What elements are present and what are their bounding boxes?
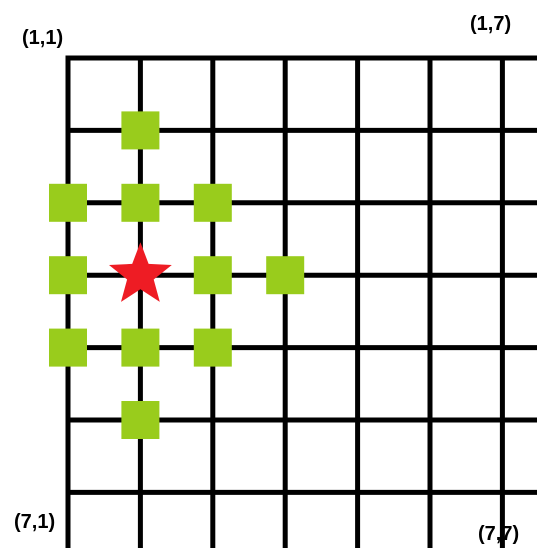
square-icon <box>193 328 232 367</box>
star-icon <box>109 242 172 302</box>
corner-label-bottom-left: (7,1) <box>14 511 55 533</box>
square-icon <box>121 401 160 439</box>
square-icon <box>121 328 160 367</box>
corner-label-bottom-right: (7,7) <box>478 523 519 545</box>
square-icon <box>121 111 160 150</box>
square-icon <box>266 256 305 295</box>
square-icon <box>121 183 160 222</box>
corner-label-top-left: (1,1) <box>22 27 63 49</box>
markers <box>49 111 305 439</box>
square-icon <box>193 183 232 222</box>
corner-label-top-right: (1,7) <box>470 13 511 35</box>
square-icon <box>49 328 87 367</box>
square-icon <box>49 256 87 295</box>
square-icon <box>193 256 232 295</box>
square-icon <box>49 183 87 222</box>
